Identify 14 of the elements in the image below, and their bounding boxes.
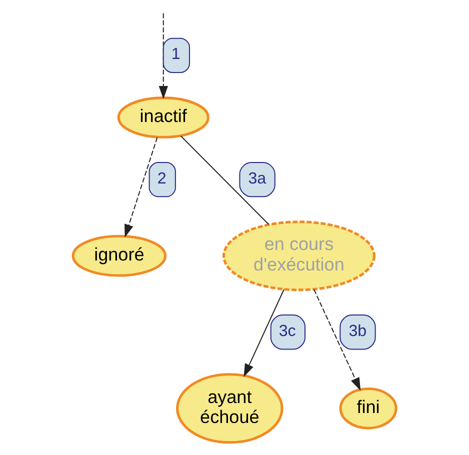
edge-label: 3b xyxy=(348,322,367,340)
edge-label: 2 xyxy=(157,169,166,188)
edge-label: 1 xyxy=(171,45,180,64)
arrow xyxy=(244,289,284,377)
node-ellipse: ignoré xyxy=(72,234,167,277)
node-ellipse: inactif xyxy=(117,96,210,138)
arrow xyxy=(314,289,361,391)
connector xyxy=(180,136,270,225)
arrow xyxy=(124,137,158,238)
node-ellipse: fini xyxy=(339,387,398,430)
node-ellipse: ayant échoué xyxy=(176,373,284,444)
edge-label: 3c xyxy=(278,322,296,340)
edge-label: 3a xyxy=(248,169,266,188)
node-ellipse: en cours d'exécution xyxy=(222,220,376,292)
